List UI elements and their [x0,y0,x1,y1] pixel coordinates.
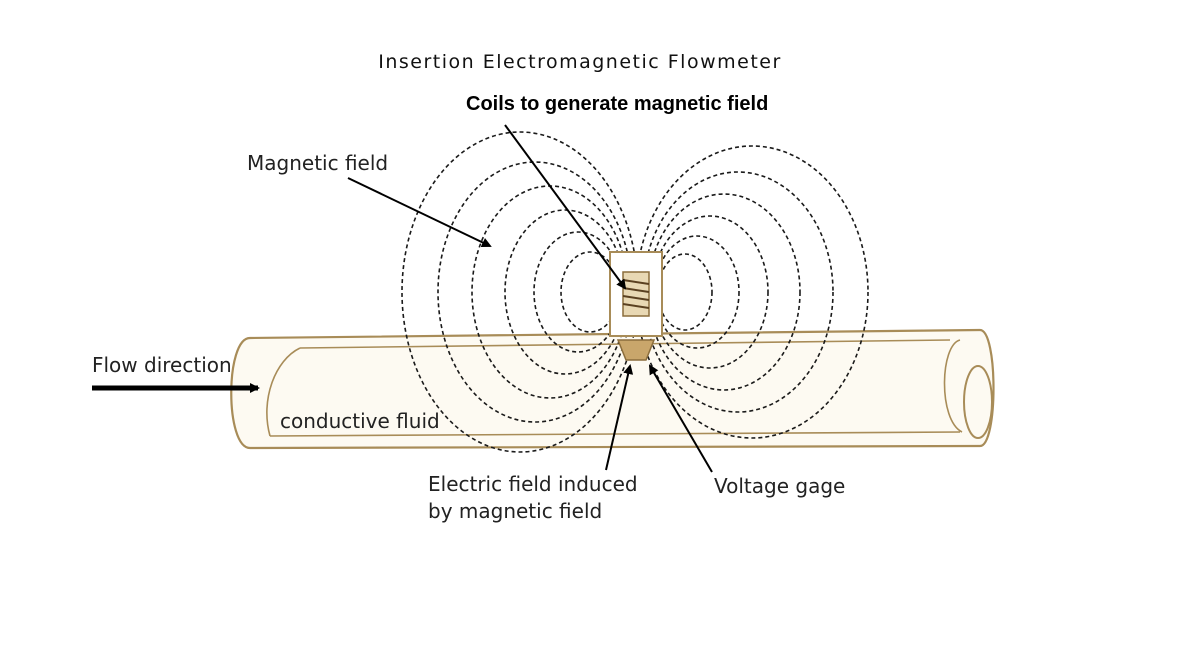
electric-field-label-line1: Electric field induced [428,472,638,496]
coils-arrow [504,124,627,290]
conductive-fluid-label: conductive fluid [280,409,440,433]
electric-field-arrow [605,364,634,471]
voltage-gage-label: Voltage gage [714,474,845,498]
coils-label: Coils to generate magnetic field [466,93,768,115]
flow-direction-label: Flow direction [92,353,232,377]
pipe [230,328,995,450]
electric-field-label-line2: by magnetic field [428,499,602,523]
coil-probe [609,251,663,361]
diagram-title: Insertion Electromagnetic Flowmeter [378,51,782,73]
magnetic-field-label: Magnetic field [247,151,388,175]
voltage-gage-arrow [648,364,713,473]
magnetic-field-arrow [347,177,492,248]
